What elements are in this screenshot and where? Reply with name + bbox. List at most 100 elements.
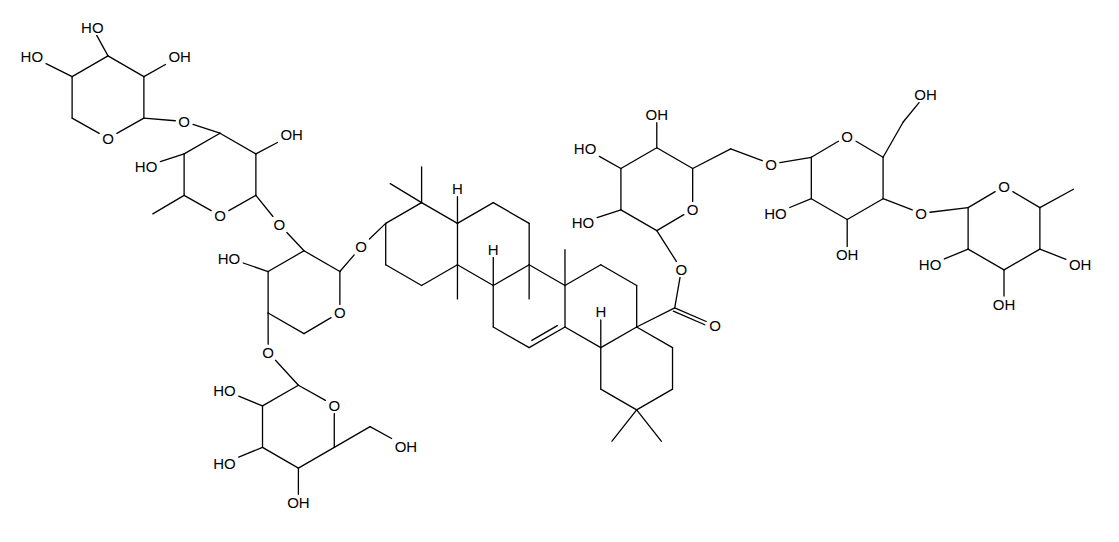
atom-label: O <box>997 178 1011 196</box>
bond-line <box>636 286 637 327</box>
atom-label: OH <box>1068 256 1093 274</box>
atom-symbol: OH <box>645 107 670 122</box>
bond-line <box>298 385 325 400</box>
bond-line <box>239 447 263 457</box>
atom-symbol: O <box>333 305 347 320</box>
bond-line <box>457 203 493 224</box>
atom-label: O <box>327 397 341 415</box>
bond-line <box>601 265 637 286</box>
bond-line <box>847 219 848 246</box>
bond-line <box>46 64 72 77</box>
bond-line <box>620 168 621 209</box>
atom-label: H <box>487 241 500 259</box>
bond-line <box>143 77 144 118</box>
atom-symbol: H <box>487 242 500 257</box>
atom-label: HO <box>20 48 45 66</box>
bond-line <box>612 410 637 441</box>
bond-line <box>601 327 637 348</box>
bond-line <box>72 118 99 133</box>
bond-line <box>229 195 256 210</box>
bond-line <box>657 231 677 262</box>
bond-line <box>457 265 458 299</box>
bond-line <box>657 148 693 169</box>
atom-label: O <box>914 205 928 223</box>
bond-line <box>780 157 811 162</box>
atom-symbol: HO <box>80 20 105 35</box>
atom-label: OH <box>913 86 938 104</box>
bond-line <box>287 233 304 251</box>
bond-line <box>883 199 912 210</box>
atom-label: OH <box>992 296 1017 314</box>
bond-line <box>268 251 304 272</box>
atom-label: OH <box>286 494 311 512</box>
bond-line <box>262 406 263 447</box>
bond-line <box>565 327 601 348</box>
atom-symbol: O <box>354 239 368 254</box>
bond-line <box>1004 249 1040 270</box>
bond-line <box>968 249 1004 270</box>
bond-line <box>656 123 657 148</box>
bond-line <box>601 389 637 410</box>
atom-symbol: HO <box>217 251 242 266</box>
bond-line <box>457 265 493 286</box>
atom-symbol: OH <box>279 127 304 142</box>
atom-label: O <box>708 317 722 335</box>
bond-line <box>334 413 335 447</box>
atom-label: O <box>101 130 115 148</box>
bond-line <box>421 167 422 203</box>
bond-line <box>693 149 731 169</box>
bond-line <box>529 223 530 264</box>
bond-line <box>267 272 268 313</box>
bond-line <box>339 272 340 305</box>
atom-label: HO <box>573 140 598 158</box>
bond-line <box>304 251 340 272</box>
bond-line <box>930 208 968 213</box>
bond-line <box>369 223 385 239</box>
bond-line <box>811 157 812 198</box>
bond-line <box>637 308 675 327</box>
bond-line <box>675 277 680 308</box>
atom-symbol: HO <box>134 159 159 174</box>
atom-symbol: H <box>451 181 464 196</box>
bond-line <box>268 313 304 334</box>
bond-line <box>386 203 422 224</box>
bond-line <box>968 192 995 208</box>
atom-symbol: O <box>213 208 227 223</box>
bond-line <box>1040 249 1066 259</box>
atom-symbol: O <box>261 345 275 360</box>
bond-line <box>97 35 108 56</box>
bond-line <box>944 249 968 259</box>
atom-symbol: O <box>327 398 341 413</box>
atom-symbol: O <box>273 217 287 232</box>
bond-line <box>847 199 883 220</box>
atom-label: OH <box>167 48 192 66</box>
atom-label: HO <box>918 256 943 274</box>
atom-label: O <box>177 113 191 131</box>
atom-label: OH <box>394 438 419 456</box>
atom-label: O <box>686 201 700 219</box>
atom-label: HO <box>571 214 596 232</box>
bond-line <box>334 427 370 448</box>
bond-line <box>529 327 565 348</box>
atom-symbol: H <box>594 304 607 319</box>
bond-line <box>532 326 557 341</box>
bond-line <box>564 286 565 327</box>
bond-line <box>263 385 299 406</box>
bond-line <box>108 56 144 77</box>
atom-symbol: O <box>686 202 700 217</box>
bond-line <box>621 148 657 169</box>
bond-line <box>493 203 529 224</box>
bond-line <box>564 250 565 286</box>
bond-line <box>71 77 72 118</box>
atom-symbol: OH <box>913 87 938 102</box>
bond-line <box>239 396 263 406</box>
atom-label: O <box>354 238 368 256</box>
atom-label: O <box>840 128 854 146</box>
atom-label: HO <box>217 250 242 268</box>
bond-line <box>117 118 144 133</box>
atom-symbol: O <box>914 206 928 221</box>
atom-symbol: O <box>840 129 854 144</box>
bond-line <box>621 210 657 231</box>
